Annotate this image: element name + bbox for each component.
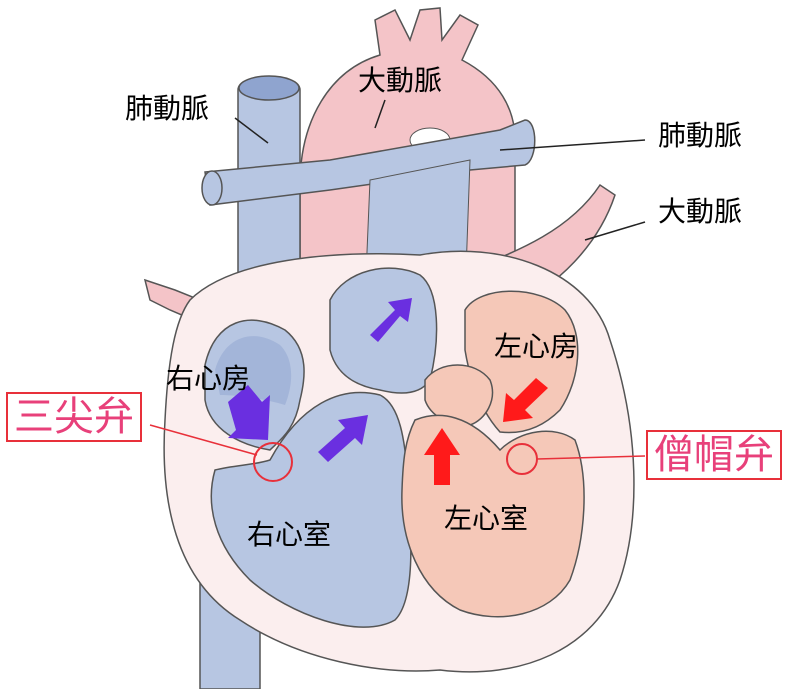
flow-arrows-right — [228, 298, 412, 462]
label-mitral-valve: 僧帽弁 — [646, 430, 782, 480]
label-right-ventricle: 右心室 — [247, 518, 332, 551]
arrow-lv-up — [424, 428, 460, 485]
label-pulmonary-artery-right: 肺動脈 — [658, 119, 743, 152]
leader-pulmonary-left — [234, 117, 269, 144]
arrow-la-to-lv — [503, 378, 548, 422]
label-tricuspid-valve: 三尖弁 — [6, 392, 142, 442]
right-ventricle — [210, 391, 412, 628]
arrow-pulmonary-up — [370, 298, 412, 342]
leader-aorta-right — [584, 221, 646, 241]
leader-aorta-top — [374, 99, 386, 129]
arrow-rv-up — [318, 415, 368, 462]
label-left-atrium: 左心房 — [494, 330, 579, 363]
leader-pulmonary-right — [499, 139, 646, 151]
flow-arrows-left — [424, 378, 548, 485]
label-aorta-right: 大動脈 — [658, 195, 743, 228]
leader-tricuspid — [149, 424, 258, 456]
label-pulmonary-artery-left: 肺動脈 — [125, 92, 210, 125]
arrow-ra-to-rv — [228, 385, 270, 440]
leader-mitral — [536, 455, 646, 460]
label-right-atrium: 右心房 — [166, 362, 251, 395]
label-left-ventricle: 左心室 — [444, 502, 529, 535]
label-aorta-top: 大動脈 — [358, 64, 443, 97]
tricuspid-valve-marker — [253, 442, 293, 482]
